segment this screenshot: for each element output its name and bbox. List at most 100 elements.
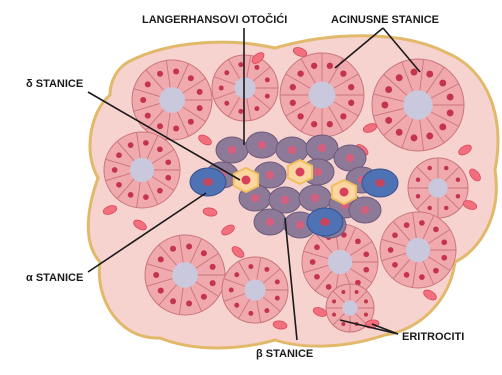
acinar-nucleus (427, 166, 432, 171)
acinar-nucleus (364, 313, 368, 317)
acinar-nucleus (419, 274, 425, 280)
acinar-nucleus (143, 140, 149, 146)
acinar-nucleus (447, 94, 454, 101)
acinar-nucleus (157, 71, 163, 77)
acinar-nucleus (314, 244, 320, 250)
beta-nucleus (296, 221, 304, 229)
acinus (132, 60, 212, 140)
acinar-nucleus (340, 113, 346, 119)
acinus-lumen (428, 178, 447, 197)
beta-nucleus (251, 194, 259, 202)
acinar-nucleus (229, 288, 234, 293)
acinar-nucleus (143, 194, 149, 200)
acinus (145, 235, 225, 315)
acinar-nucleus (224, 70, 229, 75)
acinar-nucleus (327, 121, 333, 127)
acinar-nucleus (173, 126, 179, 132)
acinar-nucleus (363, 267, 369, 273)
acinar-nucleus (441, 255, 447, 261)
acinar-nucleus (248, 264, 253, 269)
acinar-nucleus (392, 232, 398, 238)
acinar-nucleus (173, 68, 179, 74)
acinar-nucleus (145, 113, 151, 119)
acinar-nucleus (441, 239, 447, 245)
acinar-nucleus (392, 262, 398, 268)
beta-nucleus (288, 146, 296, 154)
acinar-nucleus (404, 222, 410, 228)
acinar-nucleus (186, 301, 192, 307)
acinus (222, 257, 288, 323)
acinar-nucleus (340, 70, 346, 76)
acinar-nucleus (158, 256, 164, 262)
acinar-nucleus (447, 109, 454, 116)
acinar-nucleus (145, 81, 151, 87)
acinar-nucleus (128, 192, 134, 198)
acinar-nucleus (116, 152, 122, 158)
delta-nucleus (340, 188, 349, 197)
acinar-nucleus (265, 94, 270, 99)
acinar-nucleus (238, 109, 243, 114)
acinus-lumen (328, 250, 352, 274)
acinar-nucleus (433, 226, 439, 232)
acinus (104, 132, 180, 208)
acinar-nucleus (265, 77, 270, 82)
acinar-nucleus (426, 133, 433, 140)
acinar-nucleus (165, 159, 171, 165)
beta-nucleus (266, 218, 274, 226)
acinar-nucleus (224, 101, 229, 106)
acinar-nucleus (411, 69, 418, 76)
acinar-nucleus (364, 299, 368, 303)
acinar-nucleus (186, 243, 192, 249)
acinar-nucleus (210, 280, 216, 286)
alpha-nucleus (320, 218, 330, 226)
acinus (372, 59, 464, 151)
acinar-nucleus (341, 322, 345, 326)
beta-nucleus (314, 168, 322, 176)
acinar-nucleus (254, 65, 259, 70)
acinar-nucleus (396, 74, 403, 81)
acinar-nucleus (188, 119, 194, 125)
acinar-nucleus (140, 97, 146, 103)
acinar-nucleus (254, 106, 259, 111)
beta-nucleus (228, 146, 236, 154)
acinus (212, 55, 278, 121)
acinar-nucleus (348, 84, 354, 90)
acinar-nucleus (326, 284, 332, 290)
acinar-nucleus (363, 251, 369, 257)
alpha-nucleus (203, 178, 213, 186)
acinar-nucleus (234, 272, 239, 277)
acinar-nucleus (439, 124, 446, 131)
acinar-nucleus (157, 188, 163, 194)
acinar-nucleus (439, 80, 446, 87)
acinus-lumen (172, 262, 198, 288)
acinar-nucleus (355, 238, 361, 244)
acinar-nucleus (297, 70, 303, 76)
acinus (408, 158, 468, 218)
acinus-lumen (244, 279, 265, 300)
acinar-nucleus (264, 267, 269, 272)
acinar-nucleus (275, 279, 280, 284)
acinar-nucleus (385, 117, 392, 124)
beta-nucleus (281, 196, 289, 204)
label-delta: δ STANICE (26, 78, 83, 90)
acinar-nucleus (157, 123, 163, 129)
acinar-nucleus (248, 311, 253, 316)
acinar-nucleus (153, 272, 159, 278)
acinar-nucleus (170, 246, 176, 252)
acinar-nucleus (197, 105, 203, 111)
label-erythrocytes: ERITROCITI (402, 331, 464, 343)
delta-nucleus (242, 176, 251, 185)
acinar-nucleus (404, 272, 410, 278)
acinar-nucleus (444, 166, 449, 171)
acinar-nucleus (426, 71, 433, 78)
beta-nucleus (311, 194, 319, 202)
label-langerhans: LANGERHANSOVI OTOČIĆI (142, 13, 287, 26)
acinar-nucleus (444, 206, 449, 211)
acinus (280, 53, 364, 137)
acinar-nucleus (332, 313, 336, 317)
acinus-lumen (130, 158, 154, 182)
acinar-nucleus (341, 290, 345, 294)
acinar-nucleus (201, 250, 207, 256)
label-beta: β STANICE (256, 348, 313, 360)
